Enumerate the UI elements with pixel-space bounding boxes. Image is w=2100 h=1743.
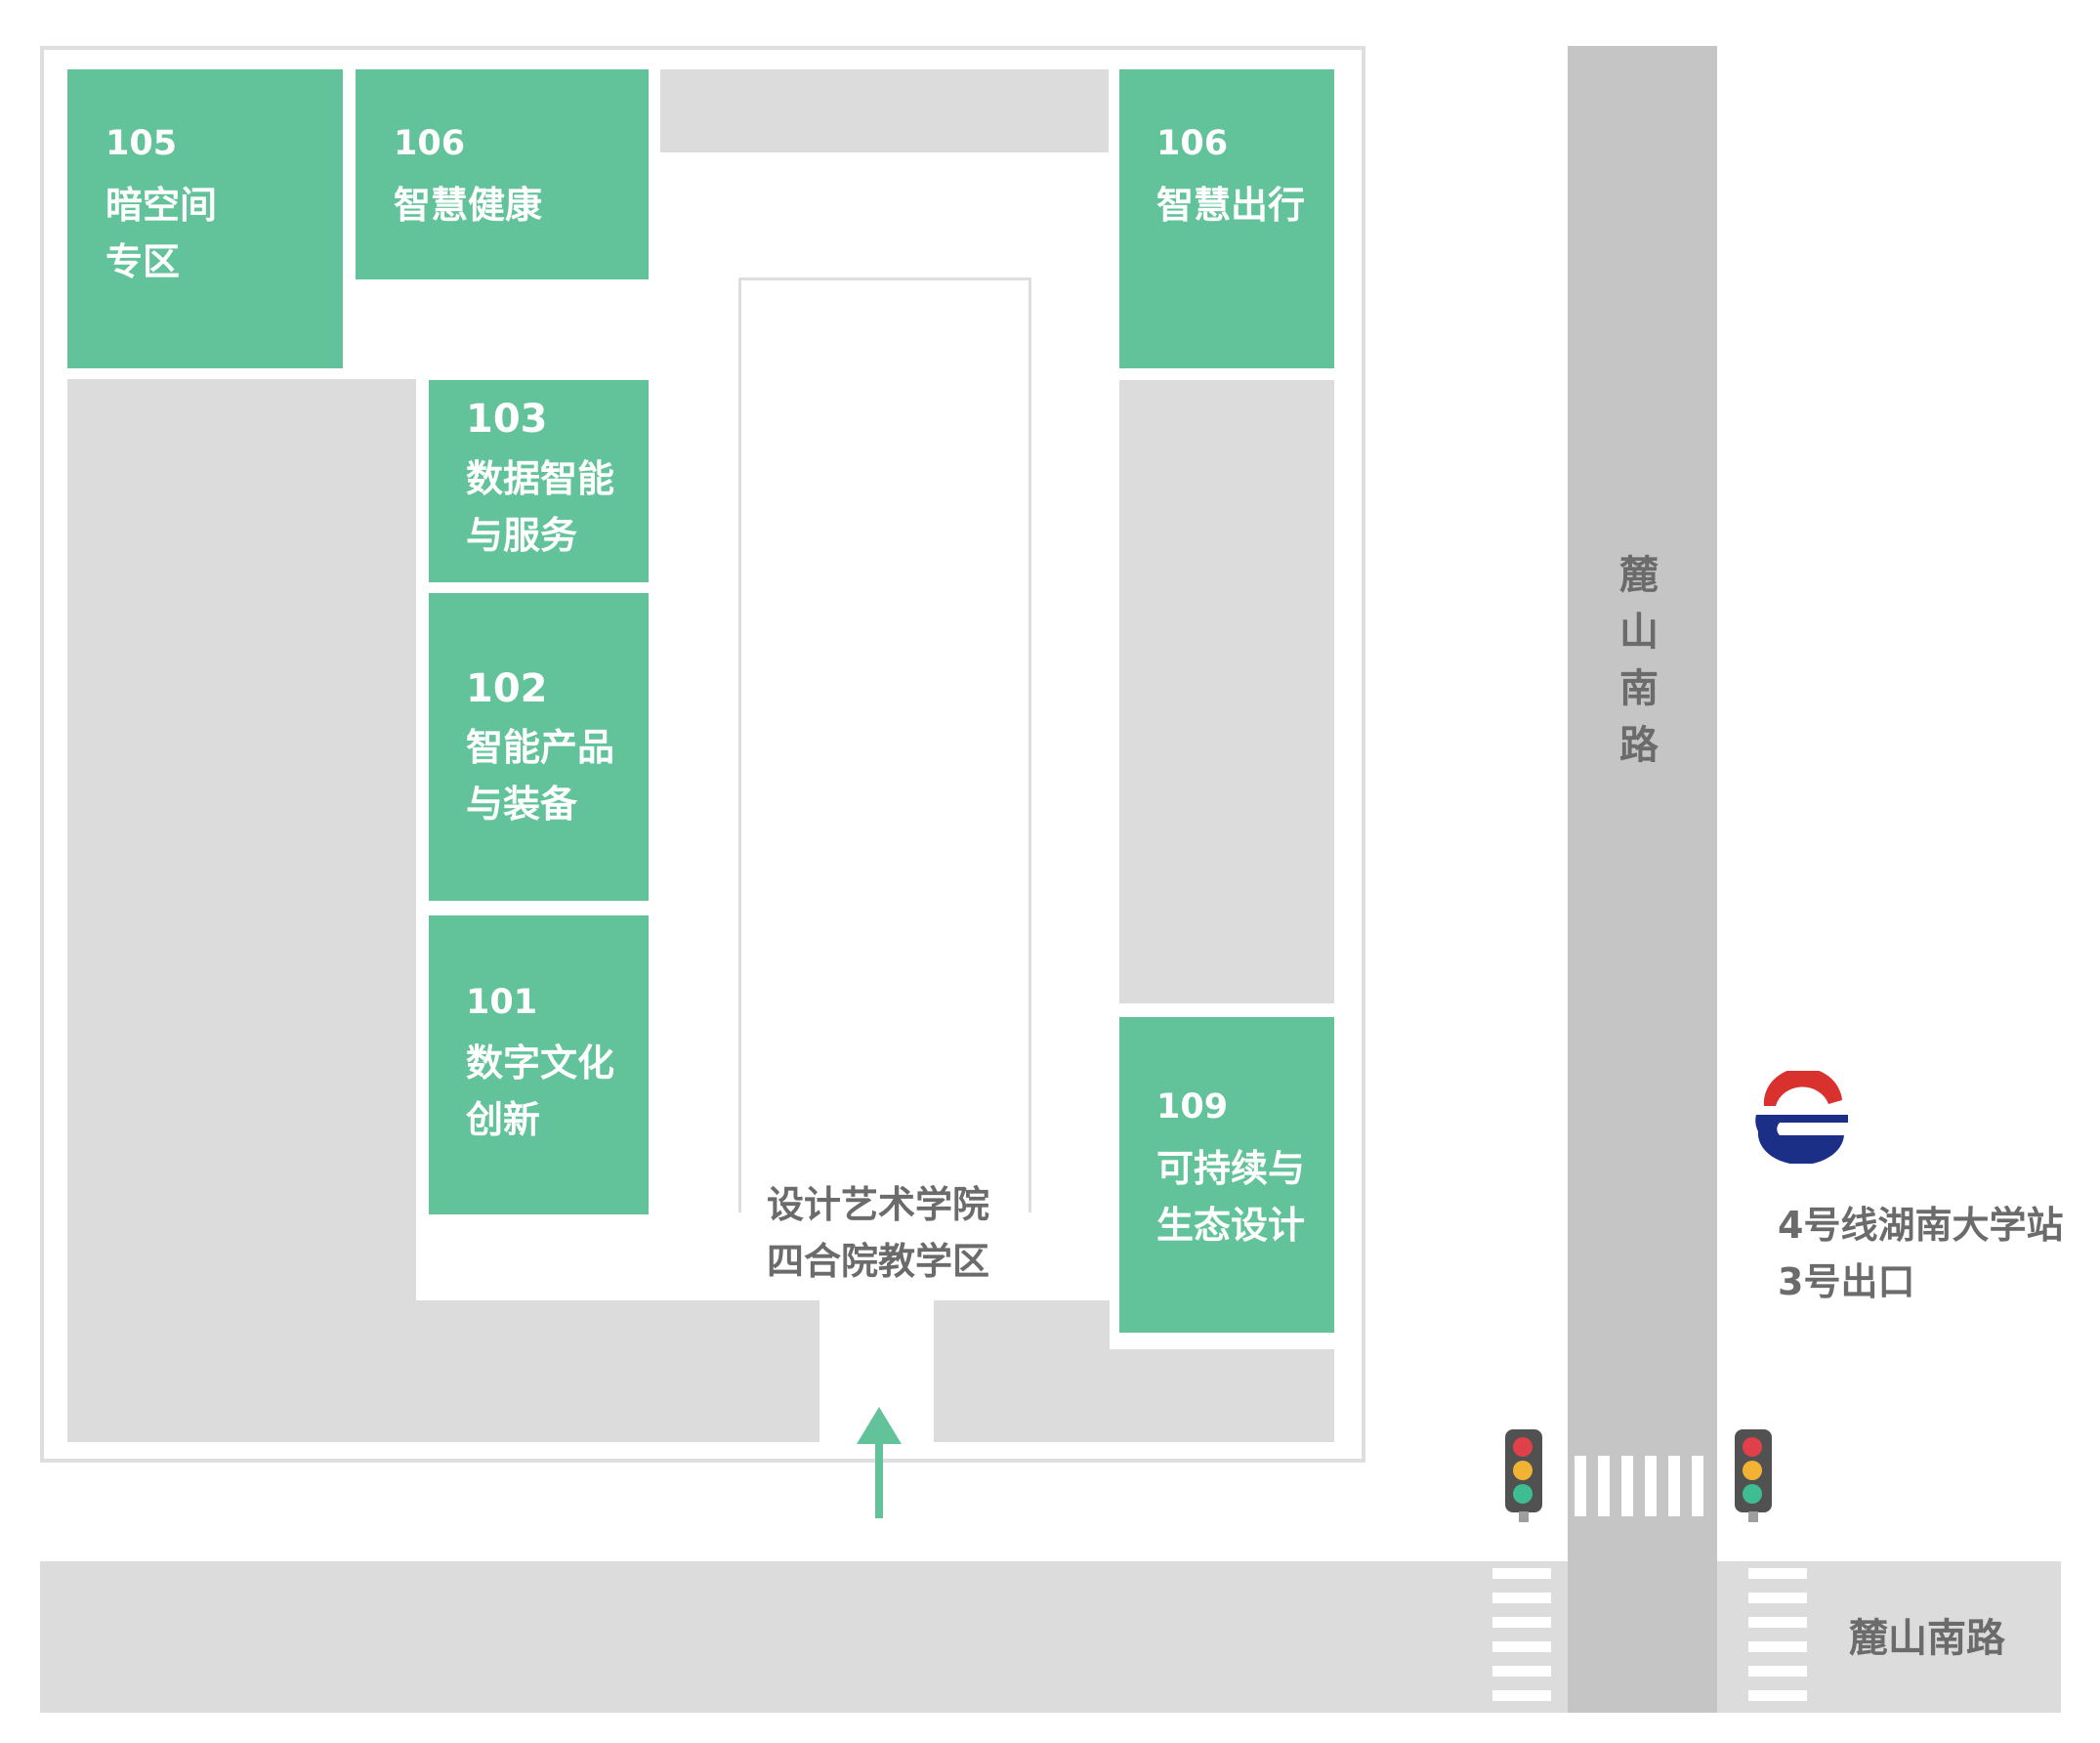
- wing-north-middle: [660, 69, 1109, 152]
- wing-south-east-corner: [1110, 1349, 1334, 1442]
- zone-109-number: 109: [1156, 1087, 1229, 1127]
- zone-105[interactable]: 105 暗空间 专区: [67, 69, 343, 368]
- zone-103[interactable]: 103 数据智能 与服务: [429, 380, 649, 582]
- courtyard: [738, 277, 1031, 1212]
- zone-102-number: 102: [466, 666, 548, 711]
- zone-103-name: 数据智能 与服务: [466, 457, 615, 557]
- road-vertical-label: 麓 山 南 路: [1619, 553, 1659, 768]
- zone-101-name: 数字文化 创新: [466, 1042, 615, 1141]
- zone-109[interactable]: 109 可持续与 生态设计: [1119, 1017, 1334, 1333]
- traffic-light-icon: [1735, 1429, 1772, 1522]
- zone-101-number: 101: [466, 983, 538, 1022]
- zone-103-number: 103: [466, 397, 548, 442]
- wing-south-east: [934, 1300, 1110, 1442]
- zone-106-mobility[interactable]: 106 智慧出行: [1119, 69, 1334, 368]
- crosswalk-east: [1748, 1565, 1807, 1712]
- zone-102-name: 智能产品 与装备: [466, 726, 615, 826]
- wing-west: [67, 379, 416, 1300]
- zone-105-name: 暗空间 专区: [105, 184, 218, 283]
- road-horizontal: [40, 1561, 2061, 1713]
- metro-station-label: 4号线湖南大学站 3号出口: [1778, 1204, 2064, 1303]
- zone-106-mobility-number: 106: [1156, 124, 1229, 163]
- road-vertical: [1568, 46, 1717, 1713]
- zone-106-mobility-name: 智慧出行: [1156, 184, 1306, 227]
- building-outline: [40, 46, 1365, 1463]
- crosswalk-west: [1492, 1565, 1551, 1712]
- crosswalk-north: [1575, 1456, 1716, 1516]
- zone-106-health[interactable]: 106 智慧健康: [356, 69, 649, 279]
- courtyard-label: 设计艺术学院 四合院教学区: [767, 1183, 990, 1283]
- wing-east: [1119, 380, 1334, 1003]
- zone-105-number: 105: [105, 124, 178, 163]
- traffic-light-icon: [1505, 1429, 1542, 1522]
- zone-106-health-number: 106: [394, 124, 466, 163]
- metro-logo-icon: [1755, 1071, 1848, 1164]
- zone-109-name: 可持续与 生态设计: [1156, 1147, 1306, 1247]
- zone-106-health-name: 智慧健康: [394, 184, 543, 227]
- zone-101[interactable]: 101 数字文化 创新: [429, 915, 649, 1214]
- wing-south-west: [67, 1300, 819, 1442]
- entrance-arrow-icon: [857, 1407, 902, 1518]
- zone-102[interactable]: 102 智能产品 与装备: [429, 593, 649, 901]
- road-horizontal-label: 麓山南路: [1849, 1616, 2005, 1661]
